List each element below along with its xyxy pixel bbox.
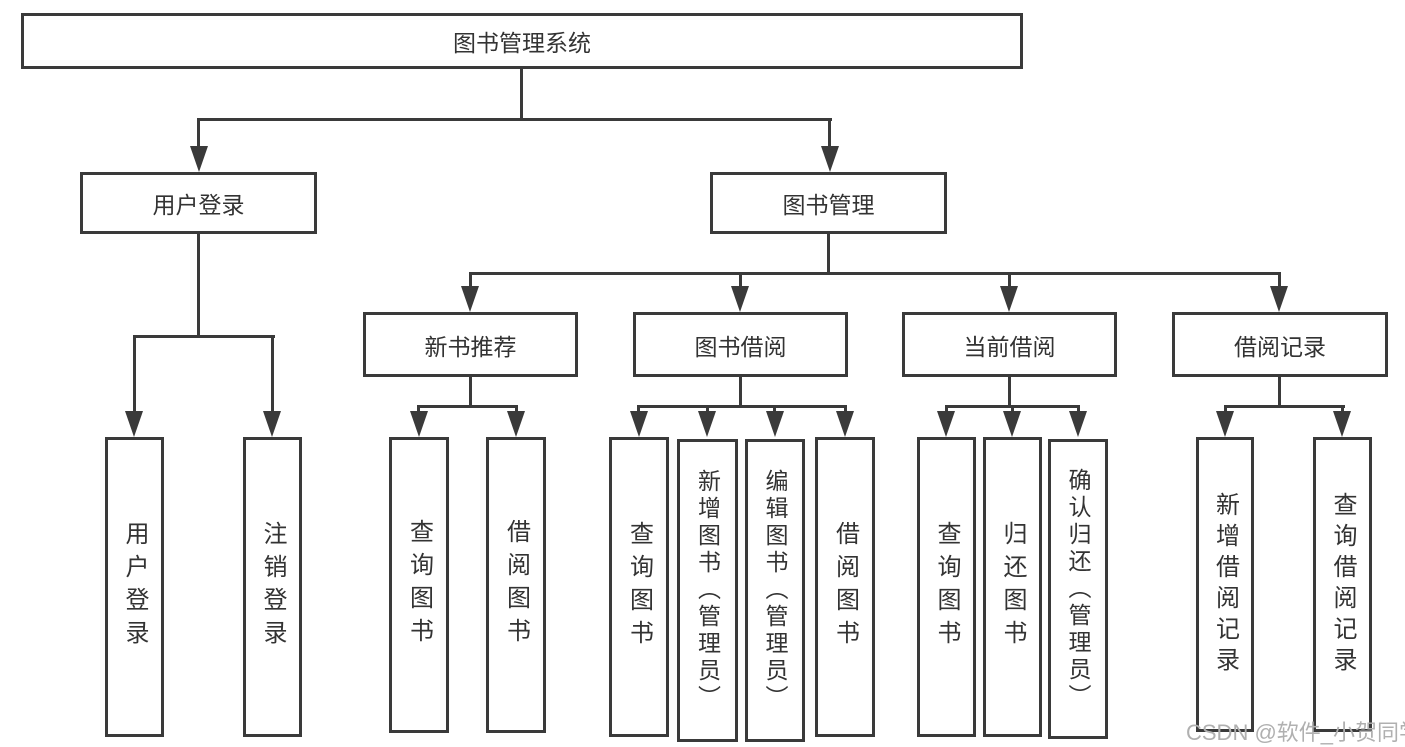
arrowhead-down-icon xyxy=(410,411,428,437)
arrowhead-down-icon xyxy=(507,411,525,437)
node-library-management-system: 图书管理系统 xyxy=(21,13,1023,69)
node-label: 借阅图书 xyxy=(502,519,530,651)
connector-book-mgmt-shaft xyxy=(828,118,831,150)
node-label: 图书借阅 xyxy=(694,333,787,360)
arrowhead-down-icon xyxy=(1069,411,1087,437)
node-leaf-confirm-return-admin: 确认归还（管理员） xyxy=(1048,439,1108,739)
node-user-login: 用户登录 xyxy=(80,172,317,234)
connector-shaft xyxy=(1077,405,1080,413)
node-leaf-add-book-admin: 新增图书（管理员） xyxy=(677,439,738,742)
connector-splitter xyxy=(1224,405,1345,408)
node-label: 借阅记录 xyxy=(1234,333,1326,360)
arrowhead-down-icon xyxy=(937,411,955,437)
arrowhead-down-icon xyxy=(125,411,143,437)
connector-shaft xyxy=(844,405,847,413)
connector-splitter xyxy=(417,405,518,408)
arrowhead-down-icon xyxy=(461,286,479,312)
arrowhead-down-icon xyxy=(1000,286,1018,312)
csdn-watermark: CSDN @软件_小贺同学 xyxy=(1186,720,1405,745)
arrowhead-down-icon xyxy=(630,411,648,437)
node-label: 归还图书 xyxy=(999,521,1026,653)
node-label: 新增图书（管理员） xyxy=(694,469,721,712)
node-current-borrow: 当前借阅 xyxy=(902,312,1117,377)
node-leaf-query-books: 查询图书 xyxy=(917,437,976,737)
arrowhead-down-icon xyxy=(1003,411,1021,437)
arrowhead-down-icon xyxy=(190,146,208,172)
connector-shaft xyxy=(417,405,420,413)
node-label: 查询图书 xyxy=(405,519,433,651)
connector-shaft xyxy=(133,335,136,413)
connector-user-login-shaft xyxy=(197,118,200,150)
arrowhead-down-icon xyxy=(1270,286,1288,312)
arrowhead-down-icon xyxy=(1333,411,1351,437)
node-label: 图书管理 xyxy=(782,192,875,218)
node-leaf-return-books: 归还图书 xyxy=(983,437,1042,737)
node-label: 注销登录 xyxy=(259,521,286,653)
node-label: 借阅图书 xyxy=(831,521,859,653)
arrowhead-down-icon xyxy=(766,411,784,437)
arrowhead-down-icon xyxy=(821,146,839,172)
connector-shaft xyxy=(469,272,472,288)
connector-stem xyxy=(1278,376,1281,408)
connector-shaft xyxy=(637,405,640,413)
connector-shaft xyxy=(773,405,776,413)
node-leaf-borrow-books: 借阅图书 xyxy=(486,437,546,733)
connector-shaft xyxy=(1224,405,1227,413)
connector-shaft xyxy=(1011,405,1014,413)
connector-root-stem xyxy=(520,68,523,121)
arrowhead-down-icon xyxy=(263,411,281,437)
node-leaf-query-books: 查询图书 xyxy=(389,437,449,733)
connector-shaft xyxy=(945,405,948,413)
node-label: 当前借阅 xyxy=(963,333,1056,360)
node-label: 新增借阅记录 xyxy=(1211,491,1239,678)
connector-level1 xyxy=(197,118,832,121)
arrowhead-down-icon xyxy=(731,286,749,312)
node-label: 查询图书 xyxy=(625,521,653,653)
arrowhead-down-icon xyxy=(836,411,854,437)
node-label: 确认归还（管理员） xyxy=(1065,467,1091,711)
node-leaf-edit-book-admin: 编辑图书（管理员） xyxy=(745,439,805,742)
node-label: 用户登录 xyxy=(152,192,245,218)
connector-level2 xyxy=(469,272,1281,275)
connector-shaft xyxy=(1008,272,1011,288)
connector-user-login-splitter xyxy=(133,335,275,338)
node-label: 图书管理系统 xyxy=(453,30,591,56)
node-leaf-query-books: 查询图书 xyxy=(609,437,669,737)
node-leaf-logout: 注销登录 xyxy=(243,437,302,737)
connector-stem xyxy=(739,376,742,408)
node-label: 用户登录 xyxy=(121,521,148,653)
connector-shaft xyxy=(515,405,518,413)
connector-splitter xyxy=(637,405,847,408)
node-leaf-query-borrow-record: 查询借阅记录 xyxy=(1313,437,1372,732)
node-leaf-borrow-books: 借阅图书 xyxy=(815,437,875,737)
connector-shaft xyxy=(271,335,274,413)
node-book-management: 图书管理 xyxy=(710,172,947,234)
connector-stem xyxy=(1008,376,1011,408)
node-label: 新书推荐 xyxy=(424,333,517,360)
connector-book-mgmt-stem xyxy=(827,233,830,275)
node-book-borrow: 图书借阅 xyxy=(633,312,848,377)
node-label: 编辑图书（管理员） xyxy=(762,469,788,712)
connector-shaft xyxy=(739,272,742,288)
node-new-book-recommend: 新书推荐 xyxy=(363,312,578,377)
node-borrow-record: 借阅记录 xyxy=(1172,312,1388,377)
node-label: 查询借阅记录 xyxy=(1329,491,1356,678)
connector-user-login-stem xyxy=(197,233,200,338)
connector-shaft xyxy=(1341,405,1344,413)
connector-shaft xyxy=(706,405,709,413)
connector-shaft xyxy=(1278,272,1281,288)
node-leaf-user-login: 用户登录 xyxy=(105,437,164,737)
arrowhead-down-icon xyxy=(698,411,716,437)
node-leaf-add-borrow-record: 新增借阅记录 xyxy=(1196,437,1254,732)
connector-stem xyxy=(469,376,472,408)
node-label: 查询图书 xyxy=(933,521,960,653)
arrowhead-down-icon xyxy=(1216,411,1234,437)
